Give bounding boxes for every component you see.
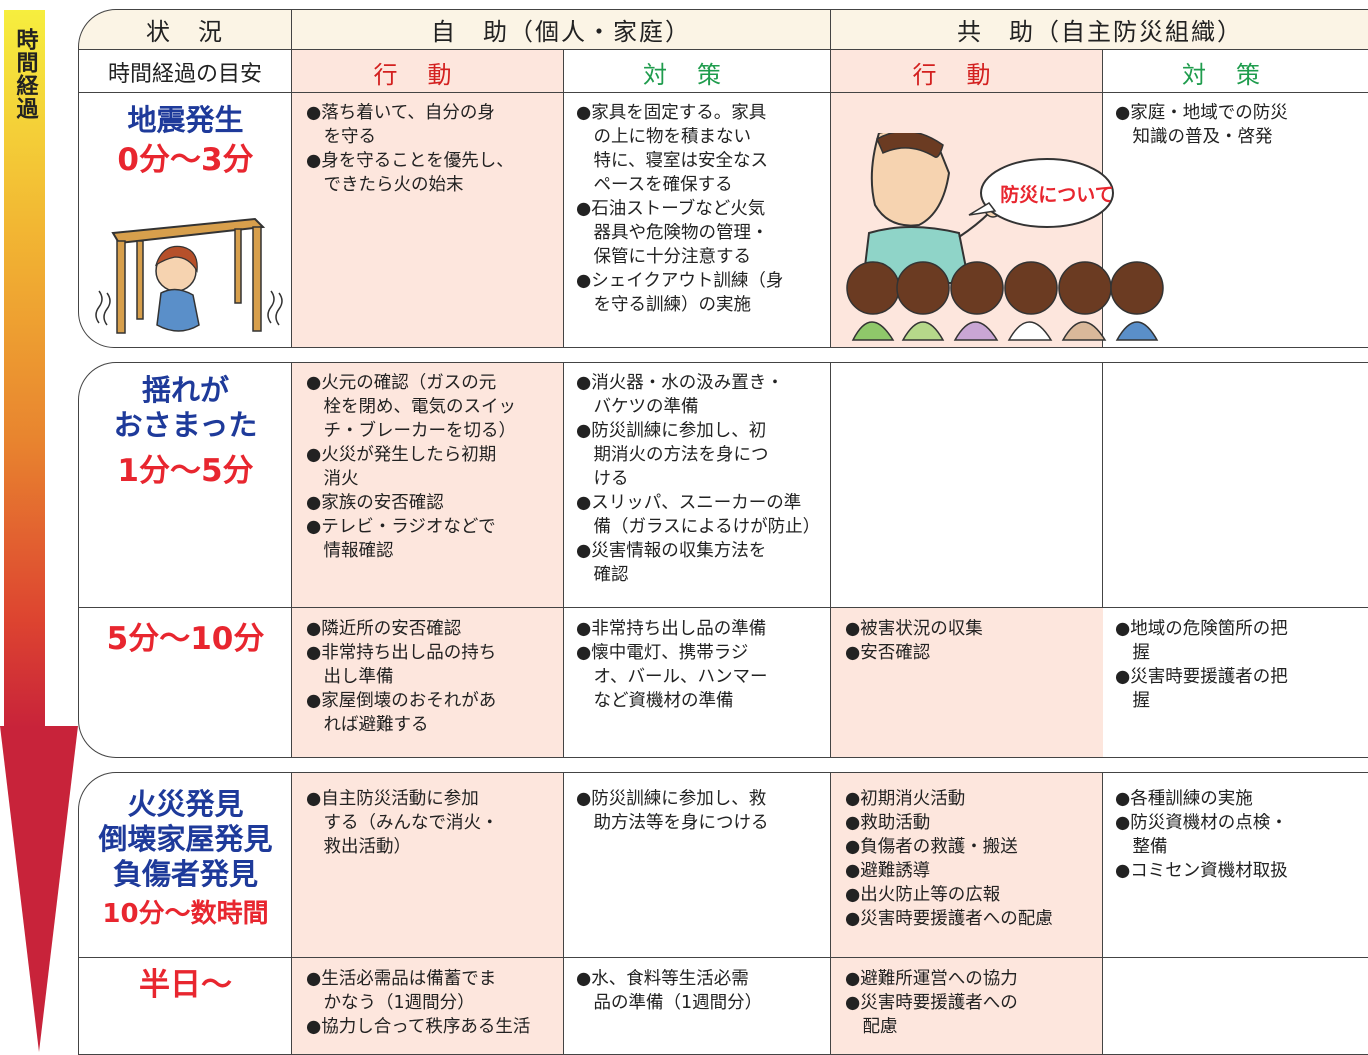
audience-heads-graphic bbox=[846, 261, 1164, 341]
situation-label: 火災発見 倒壊家屋発見 負傷者発見 10分〜数時間 bbox=[79, 787, 292, 936]
mutual-measure-text: ●地域の危険箇所の把 握 ●災害時要援護者の把 握 bbox=[1115, 619, 1288, 711]
group-fire-collapse: 火災発見 倒壊家屋発見 負傷者発見 10分〜数時間 ●自主防災活動に参加 する（… bbox=[78, 772, 1368, 1055]
self-measure-text: ●非常持ち出し品の準備 ●懐中電灯、携帯ラジ オ、バール、ハンマー など資機材の… bbox=[576, 619, 768, 711]
mutual-measure-text: ●各種訓練の実施 ●防災資機材の点検・ 整備 ●コミセン資機材取扱 bbox=[1115, 789, 1288, 881]
time-arrow-head bbox=[0, 726, 78, 1052]
header-mutual-measure: 対策 bbox=[1103, 50, 1368, 92]
self-action-text: ●自主防災活動に参加 する（みんなで消火・ 救出活動） bbox=[306, 789, 499, 857]
situation-label: 揺れが おさまった 1分〜5分 bbox=[79, 373, 292, 499]
header-mutual-action: 行動 bbox=[831, 50, 1103, 92]
self-action-text: ●隣近所の安否確認 ●非常持ち出し品の持ち 出し準備 ●家屋倒壊のおそれがあ れ… bbox=[306, 619, 497, 735]
mutual-action-text: ●初期消火活動 ●救助活動 ●負傷者の救護・搬送 ●避難誘導 ●出火防止等の広報… bbox=[845, 789, 1053, 929]
row-divider bbox=[79, 607, 1368, 608]
time-range: 1分〜5分 bbox=[117, 453, 254, 489]
time-arrow-label: 時間経過 bbox=[12, 28, 38, 120]
table-header: 状 況 自 助（個人・家庭） 共 助（自主防災組織） 時間経過の目安 行動 対策… bbox=[78, 9, 1368, 93]
time-range: 5分〜10分 bbox=[106, 621, 265, 657]
time-range: 10分〜数時間 bbox=[102, 899, 269, 929]
group-after-shaking: 揺れが おさまった 1分〜5分 ●火元の確認（ガスの元 栓を閉め、電気のスイッ … bbox=[78, 362, 1368, 758]
person-under-table-illustration bbox=[95, 217, 283, 334]
mutual-action-text: ●避難所運営への協力 ●災害時要援護者への 配慮 bbox=[845, 969, 1018, 1037]
self-measure-text: ●家具を固定する。家具 の上に物を積まない 特に、寝室は安全なス ペースを確保す… bbox=[576, 103, 784, 315]
situation-label: 半日〜 bbox=[79, 965, 292, 1005]
time-arrow-shaft bbox=[4, 10, 45, 728]
time-range: 0分〜3分 bbox=[117, 142, 254, 178]
mutual-action-text: ●被害状況の収集 ●安否確認 bbox=[845, 619, 983, 663]
header-situation: 状 況 bbox=[79, 10, 292, 50]
speech-bubble-text: 防災について bbox=[1000, 184, 1114, 206]
header-time-guide: 時間経過の目安 bbox=[79, 50, 292, 92]
header-self-measure: 対策 bbox=[564, 50, 831, 92]
self-measure-text: ●防災訓練に参加し、救 助方法等を身につける bbox=[576, 789, 769, 833]
community-meeting-illustration: 防災について bbox=[831, 93, 1368, 347]
header-mutual-help: 共 助（自主防災組織） bbox=[831, 10, 1368, 50]
mutual-measure-text: ●家庭・地域での防災 知識の普及・啓発 bbox=[1115, 103, 1288, 147]
instructor-and-audience-graphic bbox=[861, 133, 1114, 284]
self-action-text: ●生活必需品は備蓄でま かなう（1週間分） ●協力し合って秩序ある生活 bbox=[306, 969, 531, 1037]
self-measure-text: ●消火器・水の汲み置き・ バケツの準備 ●防災訓練に参加し、初 期消火の方法を身… bbox=[576, 373, 821, 585]
time-progress-arrow: 時間経過 bbox=[0, 0, 78, 1055]
header-self-help: 自 助（個人・家庭） bbox=[292, 10, 831, 50]
self-action-text: ●火元の確認（ガスの元 栓を閉め、電気のスイッ チ・ブレーカーを切る） ●火災が… bbox=[306, 373, 516, 561]
group-earthquake: 地震発生 0分〜3分 ●落ち着いて、自分の身 を守る ●身を守ることを優先し、 … bbox=[78, 93, 1368, 348]
self-measure-text: ●水、食料等生活必需 品の準備（1週間分） bbox=[576, 969, 763, 1013]
time-range: 半日〜 bbox=[139, 967, 232, 1003]
self-action-text: ●落ち着いて、自分の身 を守る ●身を守ることを優先し、 できたら火の始末 bbox=[306, 103, 514, 195]
situation-label: 5分〜10分 bbox=[79, 619, 292, 659]
situation-cell bbox=[79, 93, 292, 347]
situation-label: 地震発生 0分〜3分 bbox=[79, 103, 292, 182]
row-divider bbox=[79, 957, 1368, 958]
header-self-action: 行動 bbox=[292, 50, 564, 92]
